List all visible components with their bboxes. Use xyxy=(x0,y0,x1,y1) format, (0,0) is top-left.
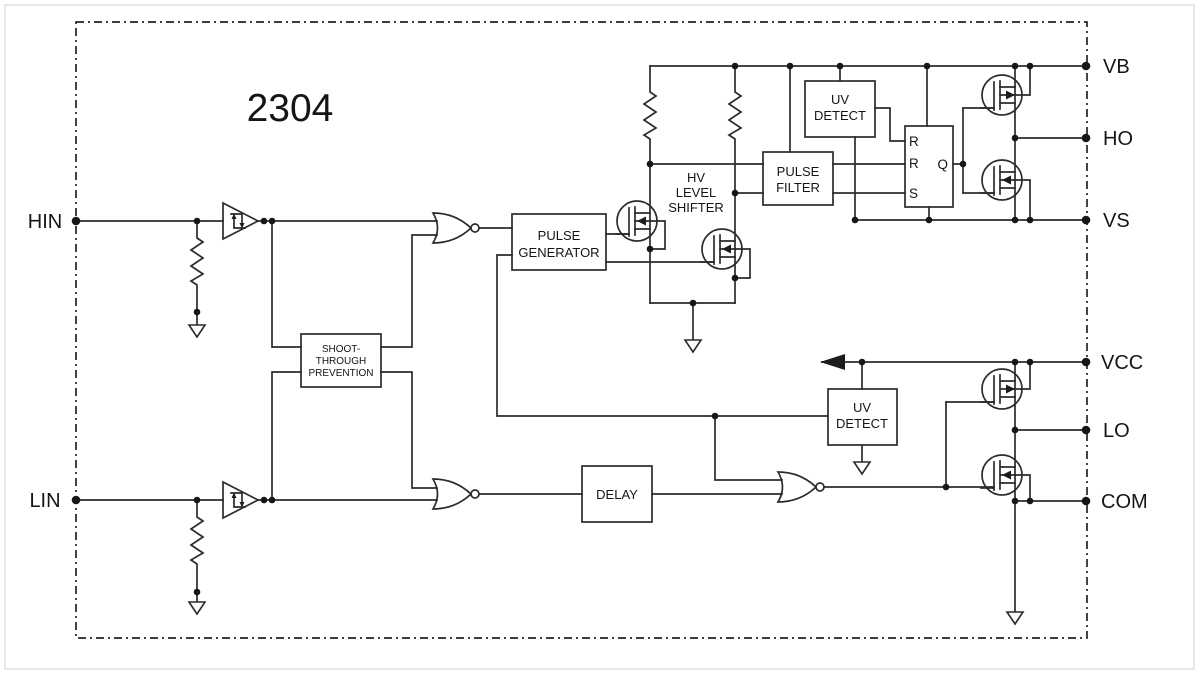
uv-detect-high-block: UV DETECT xyxy=(804,80,876,138)
vs-pin-dot xyxy=(1081,215,1091,225)
shoot-through-prevention-block: SHOOT- THROUGH PREVENTION xyxy=(300,333,382,388)
hin-schmitt-buffer xyxy=(222,201,260,241)
ho-pin-label: HO xyxy=(1103,128,1133,150)
vb-pin-label: VB xyxy=(1103,56,1130,78)
pin-lo: LO xyxy=(1081,420,1130,442)
nor-gate-output xyxy=(776,471,825,503)
pulse-filter-label-line2: FILTER xyxy=(776,180,820,195)
latch-input-s: S xyxy=(909,186,918,201)
latch-output-q: Q xyxy=(937,157,948,172)
lin-pulldown-resistor xyxy=(189,499,205,603)
lo-pin-dot xyxy=(1081,425,1091,435)
delay-label: DELAY xyxy=(596,487,638,502)
vs-pin-label: VS xyxy=(1103,210,1130,232)
uv-detect-low-block: UV DETECT xyxy=(827,388,898,446)
pulse-filter-label-line1: PULSE xyxy=(777,164,820,179)
pin-lin: LIN xyxy=(29,490,81,512)
uv-detect-low-label-line2: DETECT xyxy=(836,416,888,431)
lo-pin-label: LO xyxy=(1103,420,1130,442)
hv-level-shifter-label: HV LEVEL SHIFTER xyxy=(668,170,724,215)
pulse-generator-label-line2: GENERATOR xyxy=(518,245,599,260)
com-pin-dot xyxy=(1081,496,1091,506)
pin-com: COM xyxy=(1081,491,1148,513)
hv-level-shifter-line3: SHIFTER xyxy=(668,200,724,215)
inverter-bubble xyxy=(470,489,480,499)
ground-icon xyxy=(1005,611,1025,626)
pulse-generator-label-line1: PULSE xyxy=(538,228,581,243)
page-frame xyxy=(4,4,1195,670)
hin-pulldown-resistor xyxy=(189,220,205,326)
hysteresis-icon xyxy=(230,492,246,508)
sr-latch-block: R R S Q xyxy=(904,125,954,208)
lin-pin-dot xyxy=(71,495,81,505)
pin-hin: HIN xyxy=(28,211,81,233)
stp-label-line3: PREVENTION xyxy=(308,368,373,379)
pulse-filter-block: PULSE FILTER xyxy=(762,151,834,206)
uv-detect-low-label-line1: UV xyxy=(853,400,871,415)
ic-boundary xyxy=(75,21,1088,639)
hin-pin-dot xyxy=(71,216,81,226)
ground-icon xyxy=(852,461,872,476)
uv-detect-high-label-line1: UV xyxy=(831,92,849,107)
delay-block: DELAY xyxy=(581,465,653,523)
ground-icon xyxy=(187,324,207,339)
pin-vcc: VCC xyxy=(1081,352,1143,374)
hysteresis-icon xyxy=(230,213,246,229)
lin-schmitt-buffer xyxy=(222,480,260,520)
com-pin-label: COM xyxy=(1101,491,1148,513)
inverter-bubble xyxy=(815,482,825,492)
vcc-supply-arrow-icon xyxy=(820,354,845,370)
level-shifter-resistor-2 xyxy=(727,65,743,194)
junction-dots xyxy=(193,62,1034,596)
hv-level-shifter-line2: LEVEL xyxy=(676,185,716,200)
ground-icon xyxy=(683,339,703,354)
vcc-pin-dot xyxy=(1081,357,1091,367)
latch-input-r-top: R xyxy=(909,134,919,149)
ground-symbols xyxy=(187,324,1025,626)
lin-pin-label: LIN xyxy=(29,490,60,512)
pin-ho: HO xyxy=(1081,128,1133,150)
uv-detect-high-label-line2: DETECT xyxy=(814,108,866,123)
hv-level-shifter-line1: HV xyxy=(687,170,705,185)
latch-input-r-mid: R xyxy=(909,156,919,171)
level-shifter-resistor-1 xyxy=(642,65,658,165)
pin-vb: VB xyxy=(1081,56,1130,78)
nor-gate-high xyxy=(431,212,480,244)
vb-pin-dot xyxy=(1081,61,1091,71)
part-number-label: 2304 xyxy=(247,87,334,130)
hin-pin-label: HIN xyxy=(28,211,62,233)
stp-label-line2: THROUGH xyxy=(316,356,367,367)
ho-pin-dot xyxy=(1081,133,1091,143)
inverter-bubble xyxy=(470,223,480,233)
nor-gate-low xyxy=(431,478,480,510)
pin-vs: VS xyxy=(1081,210,1130,232)
vcc-pin-label: VCC xyxy=(1101,352,1143,374)
stp-label-line1: SHOOT- xyxy=(322,344,360,355)
pulse-generator-block: PULSE GENERATOR xyxy=(511,213,607,271)
ground-icon xyxy=(187,601,207,616)
